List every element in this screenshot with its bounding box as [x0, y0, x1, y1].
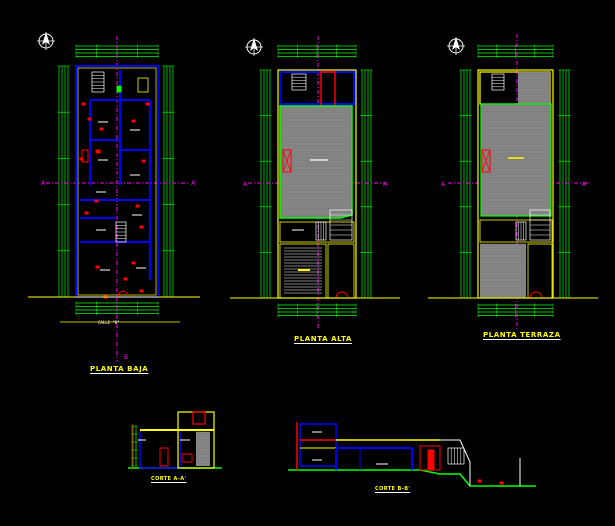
- annotation-mark: [95, 149, 101, 154]
- annotation-mark: [87, 117, 92, 121]
- window-mark: [192, 411, 206, 425]
- upper-rooms: [279, 71, 355, 105]
- terrace-outline: [480, 103, 552, 217]
- annotation-mark: [131, 119, 136, 123]
- column-cross: [481, 149, 491, 173]
- corte-b-section: [288, 422, 536, 487]
- axis-label-pb-right: A': [191, 180, 197, 187]
- annotation-mark: [135, 204, 140, 208]
- title-corte-b: CORTE B-B': [375, 486, 411, 492]
- annotation-mark: [81, 102, 86, 106]
- annotation-mark: [99, 127, 104, 131]
- annotation-mark: [84, 211, 89, 215]
- door-mark: [159, 447, 169, 467]
- axis-label-pt-left: A: [441, 181, 446, 188]
- annotation-mark: [139, 225, 144, 229]
- stair-outline: [447, 447, 465, 465]
- axis-label-pt-right: A': [582, 181, 588, 188]
- annotation-mark: [123, 277, 128, 281]
- north-arrow-icon: [447, 37, 465, 55]
- fixture: [137, 77, 149, 93]
- annotation-mark: [499, 481, 504, 485]
- planta-baja-plan: CALLE "B": [28, 36, 200, 362]
- planta-terraza-plan: [428, 34, 598, 330]
- annotation-mark: [131, 261, 136, 265]
- column-cross: [282, 149, 292, 173]
- annotation-mark: [95, 265, 100, 269]
- title-planta-alta: PLANTA ALTA: [294, 335, 352, 343]
- axis-label-pa-right: A': [383, 181, 389, 188]
- stair-profile: [440, 439, 471, 486]
- column-mark: [81, 149, 89, 163]
- annotation-mark: [94, 199, 99, 203]
- title-planta-terraza: PLANTA TERRAZA: [483, 331, 561, 339]
- axis-label-pb-bottom: B: [124, 354, 128, 361]
- annotation-mark: [145, 102, 150, 106]
- door-mark: [181, 453, 193, 463]
- annotation-mark: [477, 479, 482, 483]
- title-corte-a: CORTE A-A': [151, 476, 187, 482]
- title-planta-baja: PLANTA BAJA: [90, 365, 149, 373]
- hatch-area: [196, 432, 210, 466]
- door-mark: [427, 449, 435, 471]
- ground-line: [288, 469, 536, 487]
- inner-outline: [77, 67, 157, 296]
- north-arrow-icon: [37, 32, 55, 50]
- annotation-mark: [141, 159, 146, 163]
- corte-a-section: [128, 411, 222, 470]
- column-mark: [282, 149, 292, 173]
- planta-alta-plan: [230, 36, 400, 330]
- room-outline: [479, 219, 553, 243]
- terrace-slab: [481, 104, 551, 216]
- north-arrow-icon: [245, 38, 263, 56]
- stair-outline: [291, 73, 307, 91]
- stair-outline: [491, 73, 505, 91]
- annotation-mark: [139, 289, 144, 293]
- column-mark: [481, 149, 491, 173]
- section-wall: [299, 423, 337, 467]
- annotation-text: CALLE "B": [98, 320, 120, 325]
- fixture-green: [116, 85, 122, 93]
- axis-label-pa-left: A: [243, 181, 248, 188]
- axis-labels: A A' A A' A A' B: [41, 180, 588, 361]
- axis-label-pb-left: A: [41, 180, 46, 187]
